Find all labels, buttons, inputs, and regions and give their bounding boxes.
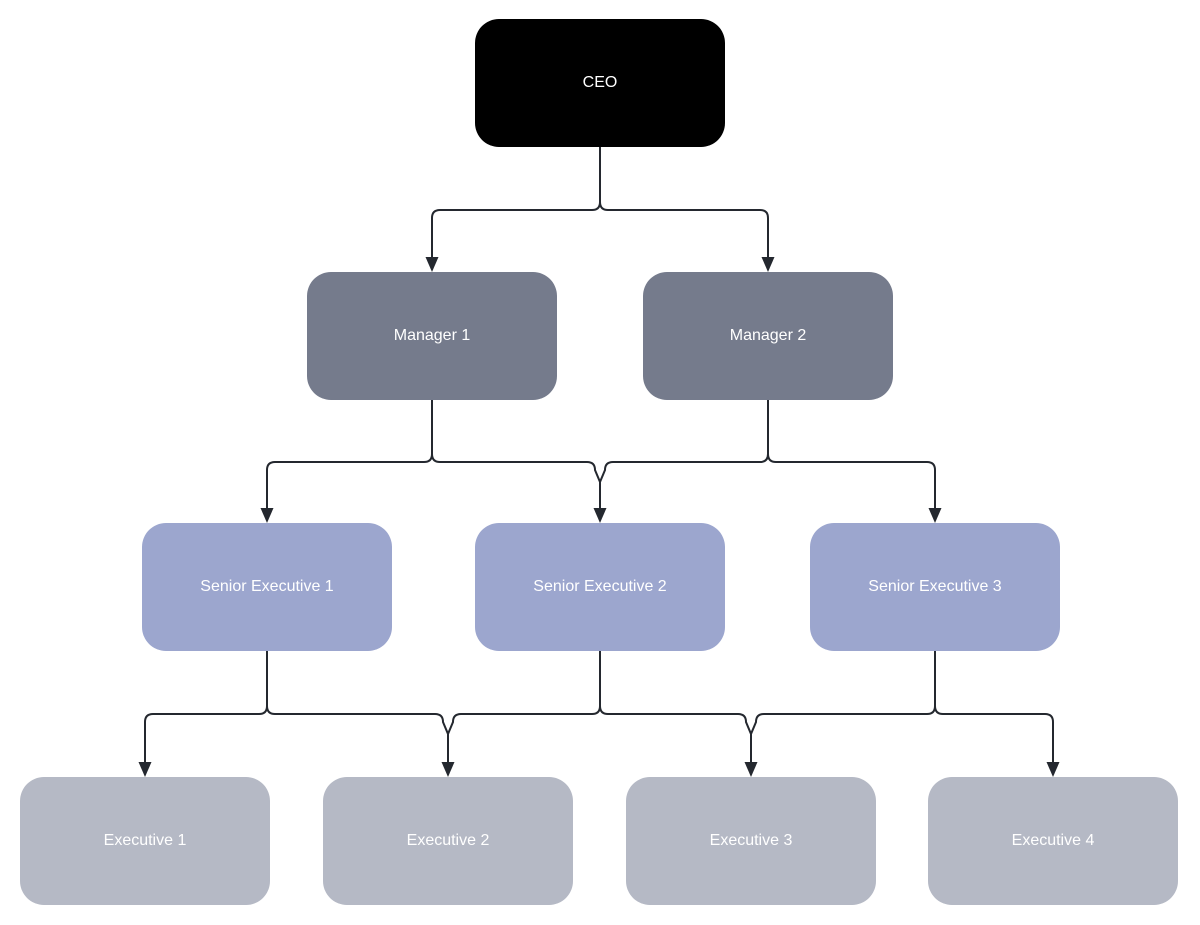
node-m1: Manager 1: [307, 272, 557, 400]
edge-m2-se2: [599, 400, 769, 508]
arrowhead-into-e4: [1046, 762, 1060, 777]
arrowhead-into-m2: [761, 257, 775, 272]
node-label-m2: Manager 2: [729, 327, 807, 345]
node-label-se1: Senior Executive 1: [200, 578, 334, 596]
arrowhead-into-e1: [138, 762, 152, 777]
node-label-e2: Executive 2: [406, 832, 490, 850]
arrowhead-into-se3: [928, 508, 942, 523]
node-e2: Executive 2: [323, 777, 573, 905]
node-label-e4: Executive 4: [1011, 832, 1095, 850]
node-e3: Executive 3: [626, 777, 876, 905]
node-se1: Senior Executive 1: [142, 523, 392, 651]
node-label-e1: Executive 1: [103, 832, 187, 850]
node-label-m1: Manager 1: [393, 327, 471, 345]
arrowhead-into-se2: [593, 508, 607, 523]
node-label-ceo: CEO: [582, 74, 618, 92]
arrowhead-into-e2: [441, 762, 455, 777]
node-m2: Manager 2: [643, 272, 893, 400]
edge-se1-e1: [144, 651, 268, 762]
edge-se1-e2: [266, 651, 449, 762]
edge-ceo-m2: [599, 147, 769, 257]
edge-m1-se2: [431, 400, 601, 508]
edge-m2-se3: [767, 400, 936, 508]
edge-se2-e3: [599, 651, 752, 762]
edge-se3-e3: [750, 651, 936, 762]
edge-m1-se1: [266, 400, 433, 508]
node-e4: Executive 4: [928, 777, 1178, 905]
arrowhead-into-se1: [260, 508, 274, 523]
node-label-se2: Senior Executive 2: [533, 578, 667, 596]
node-ceo: CEO: [475, 19, 725, 147]
edge-ceo-m1: [431, 147, 601, 257]
node-e1: Executive 1: [20, 777, 270, 905]
arrowhead-into-m1: [425, 257, 439, 272]
node-label-e3: Executive 3: [709, 832, 793, 850]
arrowhead-into-e3: [744, 762, 758, 777]
edge-se2-e2: [447, 651, 601, 762]
node-se2: Senior Executive 2: [475, 523, 725, 651]
node-se3: Senior Executive 3: [810, 523, 1060, 651]
edge-se3-e4: [934, 651, 1054, 762]
node-label-se3: Senior Executive 3: [868, 578, 1002, 596]
